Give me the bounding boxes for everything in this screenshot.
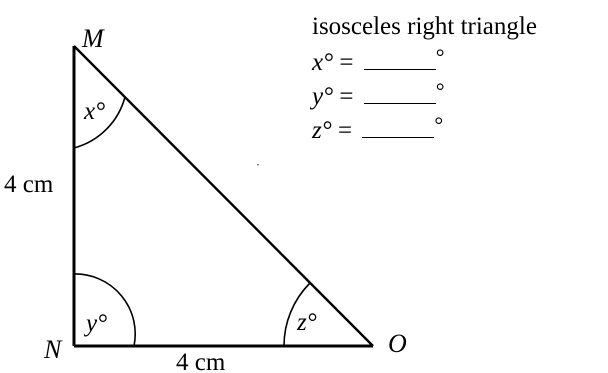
answer-panel: isosceles right triangle x° = ° y° = ° z…: [312, 14, 537, 151]
answer-degree-y: °: [435, 78, 445, 103]
angle-label-y: y°: [83, 310, 107, 337]
answer-degree-z: °: [434, 112, 444, 137]
answer-equals-y: =: [339, 83, 354, 110]
answer-row-y: y° = °: [312, 80, 537, 117]
answer-var-y: y°: [312, 83, 334, 110]
answer-blank-y[interactable]: [363, 83, 436, 104]
answer-blank-x[interactable]: [363, 49, 436, 70]
vertex-label-o: O: [388, 329, 407, 358]
answer-equals-x: =: [339, 49, 354, 76]
side-label-bottom: 4 cm: [176, 349, 226, 373]
angle-label-x: x°: [83, 98, 105, 125]
figure-title: isosceles right triangle: [312, 13, 537, 40]
answer-row-x: x° = °: [312, 46, 537, 83]
answer-var-z: z°: [312, 117, 332, 144]
answer-equals-z: =: [337, 117, 353, 144]
stray-mark: ׅ: [257, 163, 259, 166]
side-label-left: 4 cm: [4, 171, 54, 198]
answer-degree-x: °: [435, 44, 445, 69]
answer-var-x: x°: [312, 49, 334, 76]
angle-label-z: z°: [296, 309, 317, 336]
answer-blank-z[interactable]: [362, 117, 435, 138]
angle-arc-n: [73, 273, 137, 347]
vertex-label-n: N: [43, 335, 63, 364]
answer-row-z: z° = °: [312, 114, 537, 151]
side-mo: [73, 45, 374, 347]
angle-arc-m: [73, 96, 126, 149]
vertex-label-m: M: [81, 24, 105, 53]
angle-arc-o: [283, 282, 311, 347]
